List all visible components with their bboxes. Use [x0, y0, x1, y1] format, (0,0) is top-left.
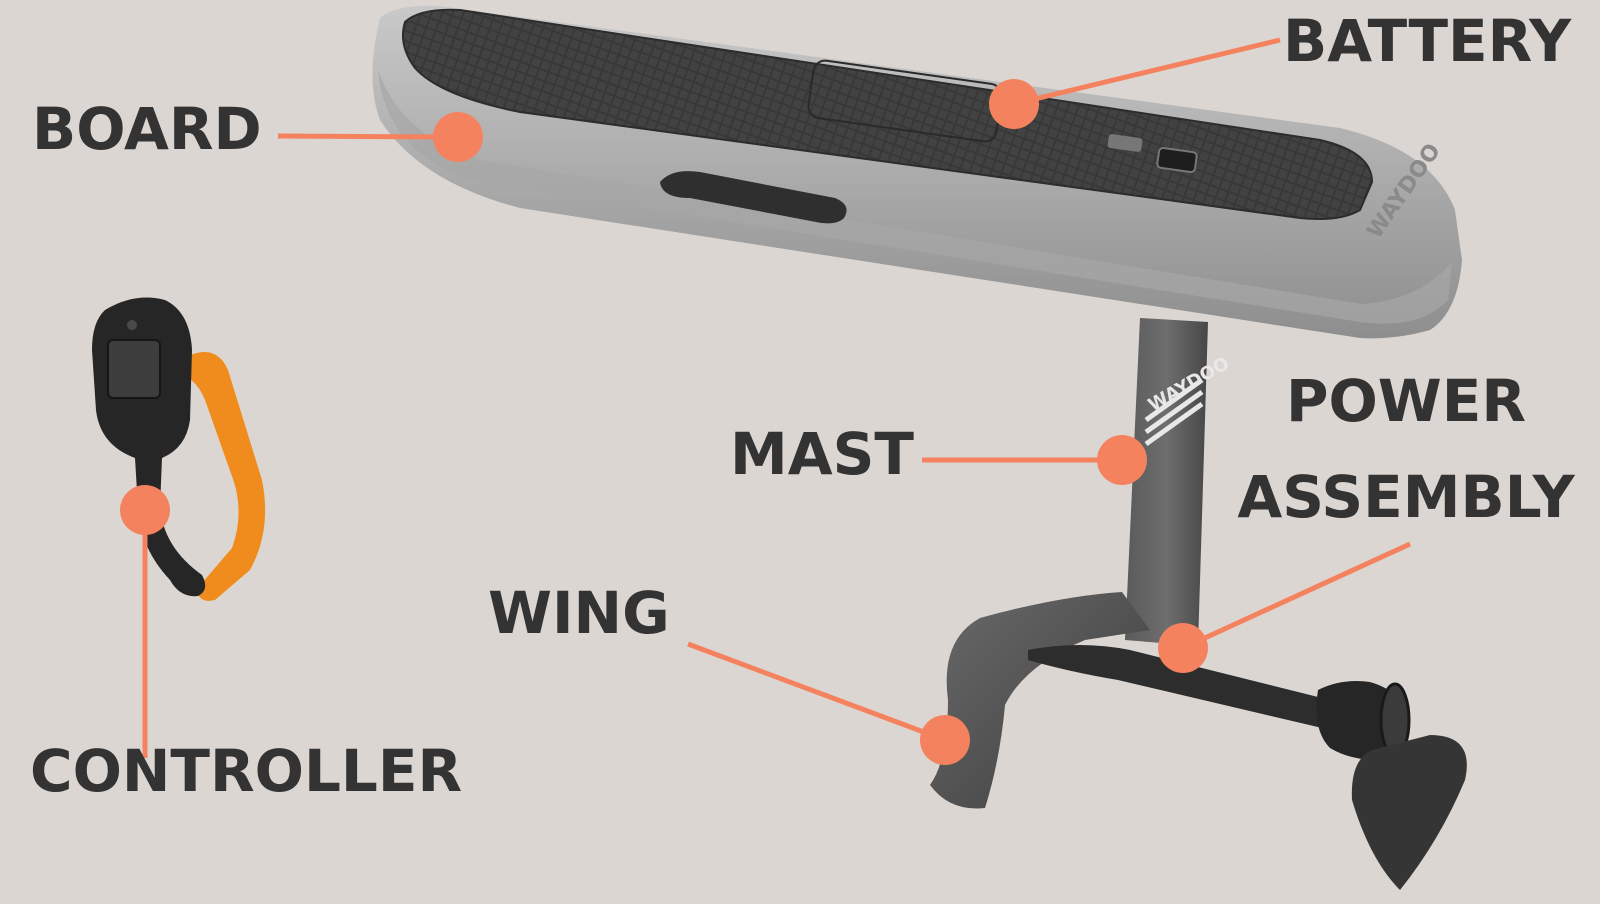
board-leader-line [277, 133, 459, 140]
mast: WAYDOO [1125, 318, 1233, 646]
label-board: BOARD [32, 95, 262, 163]
power-assembly-dot [1158, 623, 1208, 673]
board-dot [433, 112, 483, 162]
board-vent [1107, 134, 1143, 152]
controller-button [127, 320, 137, 330]
callout-dots [120, 79, 1208, 765]
wing-leader-line [687, 641, 946, 743]
deck-pad [402, 9, 1372, 219]
label-battery: BATTERY [1283, 7, 1572, 75]
wing-dot [920, 715, 970, 765]
controller-screen [107, 339, 161, 399]
label-power-assembly: POWER ASSEMBLY [1226, 372, 1586, 526]
mast-stripes [1144, 377, 1204, 447]
battery-dot [989, 79, 1039, 129]
callout-lines [142, 37, 1412, 758]
carry-handle [660, 171, 847, 224]
label-power-line1: POWER [1285, 367, 1527, 435]
deck-pad-edge [402, 8, 1374, 220]
mast-body [1125, 318, 1208, 646]
board-port [1156, 146, 1198, 174]
battery-leader-line [1013, 37, 1281, 107]
label-power-line2: ASSEMBLY [1237, 463, 1575, 531]
power-assembly [1028, 645, 1467, 890]
power-assembly-leader-line [1181, 541, 1412, 651]
rear-stabilizer [1351, 735, 1467, 890]
mast-dot [1097, 435, 1147, 485]
label-controller: CONTROLLER [30, 737, 463, 805]
board-rail [378, 70, 1452, 324]
label-mast: MAST [730, 420, 914, 488]
front-wing [930, 592, 1150, 809]
remote-controller [92, 297, 266, 601]
controller-grip-orange [180, 352, 266, 601]
label-wing: WING [488, 579, 670, 647]
fuselage [1028, 645, 1330, 728]
controller-dot [120, 485, 170, 535]
board: WAYDOO [372, 5, 1462, 339]
